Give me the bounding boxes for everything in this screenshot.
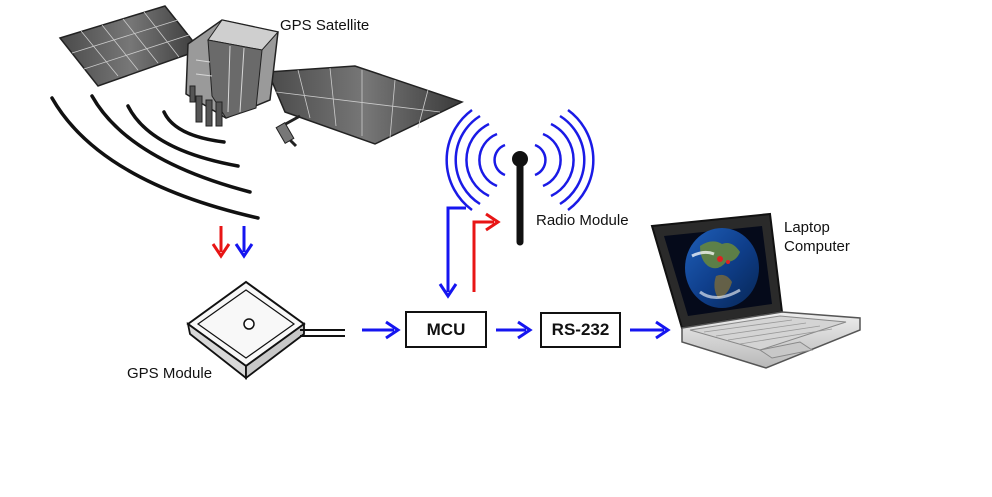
laptop-label-line1: Laptop: [784, 219, 830, 236]
laptop-computer-label: Laptop Computer: [784, 218, 850, 256]
laptop-label-line2: Computer: [784, 238, 850, 255]
mcu-box-label: MCU: [426, 319, 466, 339]
gps-satellite-label: GPS Satellite: [280, 17, 370, 34]
laptop-computer-icon: [650, 212, 861, 369]
gps-satellite-icon: [58, 5, 464, 148]
flow-arrow-gps-to-mcu: [362, 320, 401, 340]
gps-module-label: GPS Module: [127, 365, 213, 382]
mcu-box: MCU: [405, 311, 487, 348]
rs232-box: RS-232: [540, 312, 621, 348]
flow-arrow-rs232-to-laptop: [630, 320, 671, 340]
gps-antenna-module-icon: [186, 280, 345, 380]
rs232-box-label: RS-232: [551, 320, 610, 339]
satellite-to-gps-arrows: [211, 226, 254, 259]
radio-antenna-icon: [445, 108, 595, 246]
signal-waves-icon: [50, 94, 260, 220]
flow-arrow-mcu-to-rs232: [496, 320, 533, 340]
radio-to-mcu-arrow: [438, 206, 466, 299]
mcu-to-radio-arrow: [472, 212, 501, 292]
radio-module-label: Radio Module: [536, 212, 629, 229]
